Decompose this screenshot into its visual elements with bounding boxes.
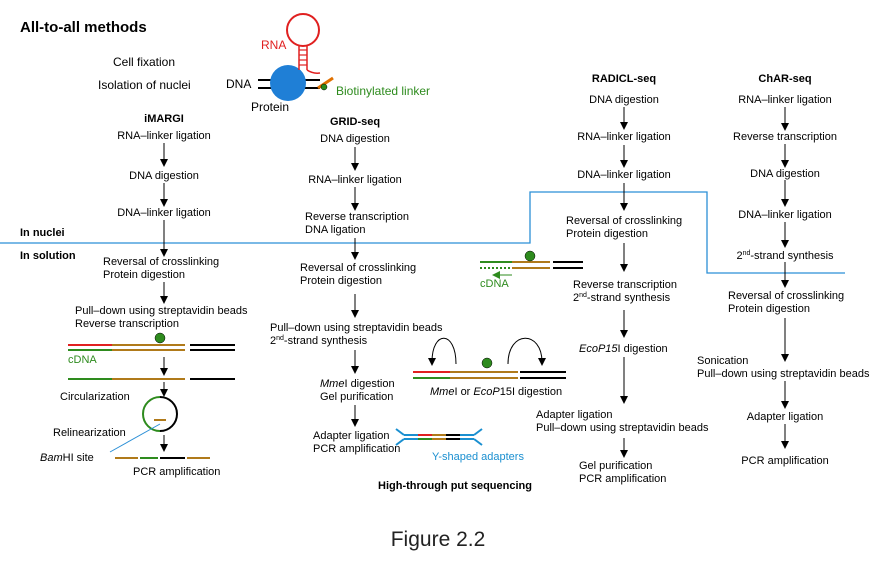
nuclei-boundary-line	[0, 191, 845, 274]
imargi-step: DNA–linker ligation	[117, 207, 211, 219]
radicl-step: 2nd-strand synthesis	[573, 292, 671, 304]
gridseq-step: DNA ligation	[305, 224, 366, 236]
imargi-step: Pull–down using streptavidin beads	[75, 305, 248, 317]
gridseq-step: MmeI digestion	[320, 378, 395, 390]
gridseq-step: 2nd-strand synthesis	[270, 335, 368, 347]
imargi-step: RNA–linker ligation	[117, 130, 211, 142]
sequencing-label: High-through put sequencing	[378, 480, 532, 492]
gridseq-step: RNA–linker ligation	[308, 174, 402, 186]
radicl-step: DNA–linker ligation	[577, 169, 671, 181]
charseq-step: Reversal of crosslinking	[728, 290, 845, 302]
imargi-step: Relinearization	[53, 427, 126, 439]
imargi-header: iMARGI	[144, 113, 184, 125]
radicl-step: Reverse transcription	[573, 279, 677, 291]
charseq-step: Adapter ligation	[746, 411, 824, 423]
diagram-title: All-to-all methods	[20, 19, 147, 36]
charseq-step: Pull–down using streptavidin beads	[697, 368, 870, 380]
radicl-step: Adapter ligation	[536, 409, 613, 421]
imargi-step: Reversal of crosslinking	[103, 256, 220, 268]
bamhi-site-label: BamHI site	[40, 452, 94, 464]
charseq-step: Protein digestion	[728, 303, 810, 315]
radicl-header: RADICL-seq	[591, 73, 657, 85]
charseq-step: Sonication	[697, 355, 749, 367]
charseq-step: DNA digestion	[750, 168, 820, 180]
radicl-step: Gel purification	[579, 460, 653, 472]
biotin-bead	[320, 83, 328, 91]
gridseq-header: GRID-seq	[329, 116, 381, 128]
in-solution-label: In solution	[20, 250, 76, 262]
isolation-label: Isolation of nuclei	[98, 78, 191, 92]
middle-cdna-label: cDNA	[480, 278, 509, 290]
middle-molecules	[395, 250, 583, 446]
charseq-step: PCR amplification	[741, 455, 829, 467]
radicl-step: Protein digestion	[566, 228, 648, 240]
linker-label: Biotinylated linker	[336, 84, 431, 98]
imargi-step: Circularization	[60, 391, 130, 403]
dna-label: DNA	[226, 77, 252, 91]
imargi-cdna-label: cDNA	[68, 354, 97, 366]
cell-fixation-label: Cell fixation	[113, 55, 176, 69]
imargi-step: DNA digestion	[129, 170, 199, 182]
charseq-header: ChAR-seq	[758, 73, 812, 85]
figure-caption: Figure 2.2	[390, 528, 486, 551]
y-shaped-adapters-label: Y-shaped adapters	[432, 451, 524, 463]
gridseq-step: Pull–down using streptavidin beads	[270, 322, 443, 334]
gridseq-step: DNA digestion	[320, 133, 390, 145]
imargi-molecules	[68, 332, 235, 459]
radicl-step: Reversal of crosslinking	[566, 215, 683, 227]
gridseq-step: Gel purification	[320, 391, 394, 403]
protein-label: Protein	[251, 100, 290, 114]
imargi-step: Protein digestion	[103, 269, 185, 281]
radicl-step: DNA digestion	[589, 94, 659, 106]
radicl-step: PCR amplification	[579, 473, 667, 485]
charseq-step: 2nd-strand synthesis	[736, 250, 834, 262]
in-nuclei-label: In nuclei	[20, 227, 65, 239]
imargi-step: PCR amplification	[133, 466, 221, 478]
charseq-step: Reverse transcription	[733, 131, 837, 143]
charseq-step: DNA–linker ligation	[738, 209, 832, 221]
digestion-label: MmeI or EcoP15I digestion	[430, 386, 563, 398]
gridseq-step: Protein digestion	[300, 275, 382, 287]
gridseq-step: Adapter ligation	[313, 430, 390, 442]
charseq-step: RNA–linker ligation	[738, 94, 832, 106]
radicl-step: Pull–down using streptavidin beads	[536, 422, 709, 434]
top-schematic	[258, 13, 334, 101]
radicl-step: RNA–linker ligation	[577, 131, 671, 143]
imargi-step: Reverse transcription	[75, 318, 179, 330]
radicl-step: EcoP15I digestion	[579, 343, 668, 355]
gridseq-step: Reversal of crosslinking	[300, 262, 417, 274]
protein-circle	[270, 65, 306, 101]
gridseq-step: Reverse transcription	[305, 211, 409, 223]
gridseq-step: PCR amplification	[313, 443, 401, 455]
rna-label: RNA	[261, 38, 287, 52]
